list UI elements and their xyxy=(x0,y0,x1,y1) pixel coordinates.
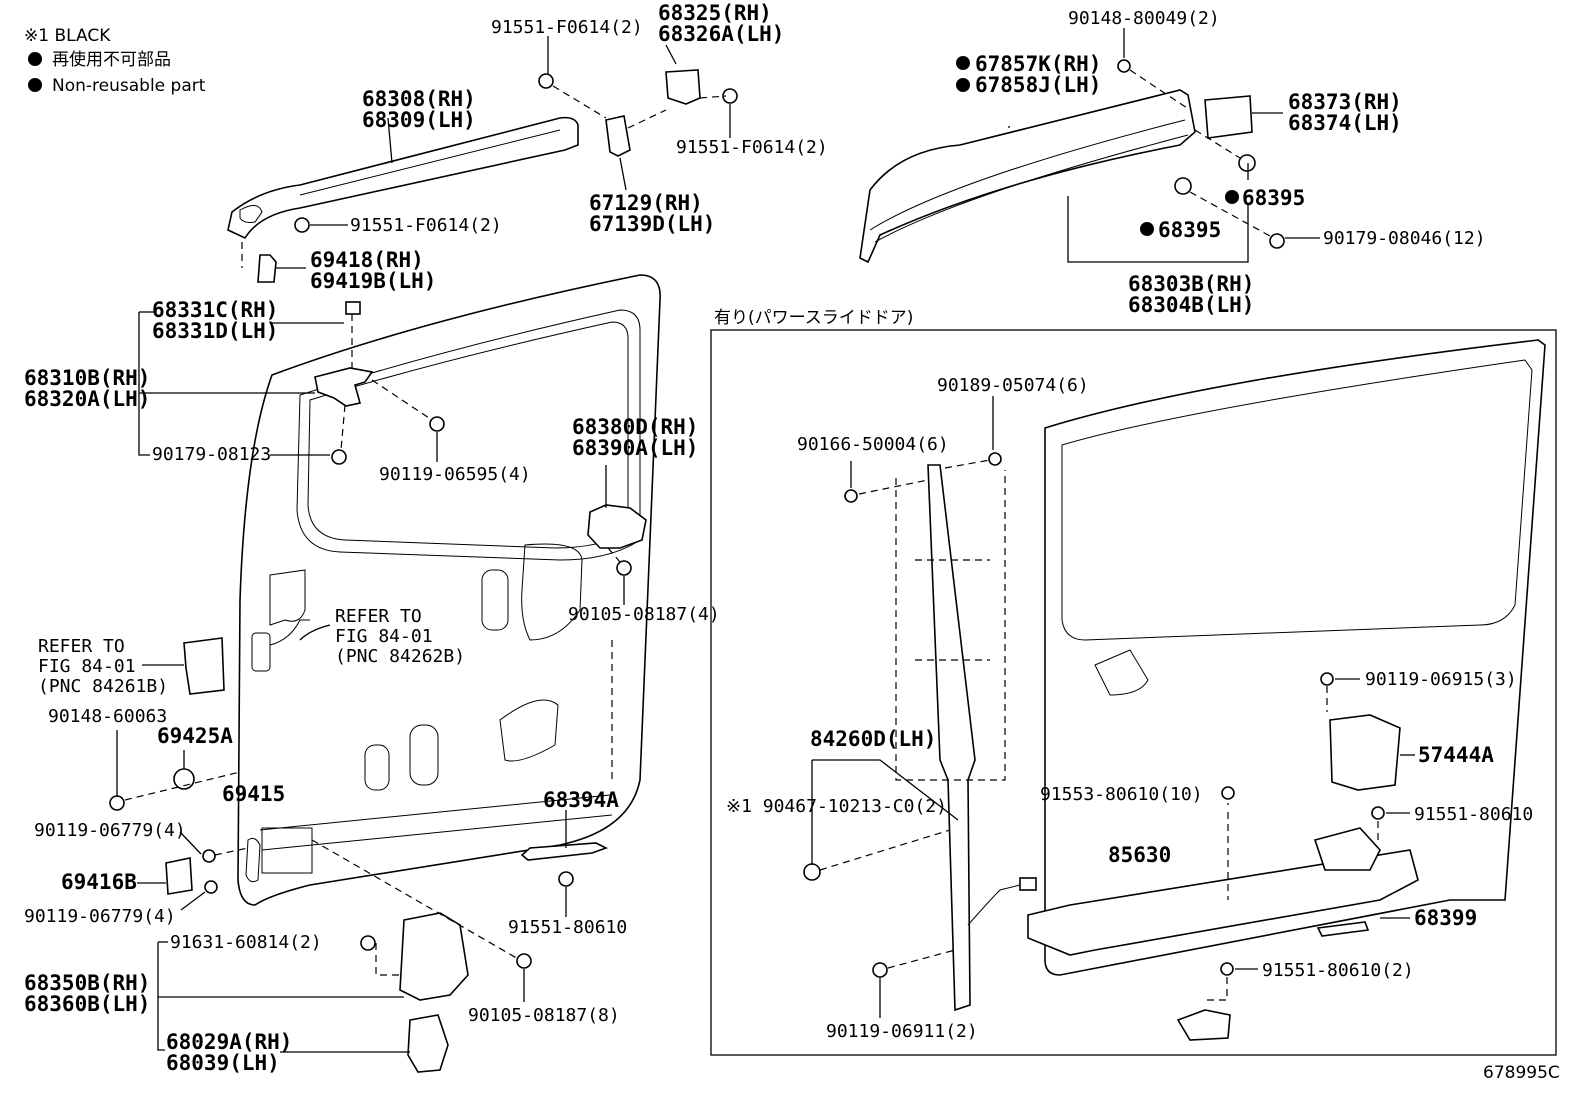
leader-lines xyxy=(116,28,1415,1053)
label-68360b: 68360B(LH) xyxy=(24,992,150,1016)
label-90119-06779-b: 90119-06779(4) xyxy=(24,906,176,927)
center-hinge xyxy=(587,504,647,549)
legend-black-note: ※1 BLACK xyxy=(24,26,111,46)
label-90119-06915: 90119-06915(3) xyxy=(1365,669,1517,690)
label-90179-08046: 90179-08046(12) xyxy=(1323,228,1486,249)
label-68380d: 68380D(RH) xyxy=(572,415,698,439)
label-68308: 68308(RH) xyxy=(362,87,476,111)
label-91553-80610: 91553-80610(10) xyxy=(1040,784,1203,805)
label-refer1-b: FIG 84-01 xyxy=(38,656,136,677)
label-90166-50004: 90166-50004(6) xyxy=(797,434,949,455)
label-90467: ※1 90467-10213-C0(2) xyxy=(726,796,947,817)
label-69425a: 69425A xyxy=(157,724,233,748)
label-67858j: 67858J(LH) xyxy=(975,73,1101,97)
label-91551-f0614-top: 91551-F0614(2) xyxy=(491,17,643,38)
label-90119-06595: 90119-06595(4) xyxy=(379,464,531,485)
nonreusable-bullet-icon xyxy=(1225,190,1239,204)
plate-69416b xyxy=(165,857,193,895)
label-refer1-a: REFER TO xyxy=(38,636,125,657)
label-90148-60063: 90148-60063 xyxy=(48,706,167,727)
label-68029a: 68029A(RH) xyxy=(166,1030,292,1054)
legend-nonreusable-jp: 再使用不可部品 xyxy=(52,49,171,70)
label-68394a: 68394A xyxy=(543,788,619,812)
label-68374: 68374(LH) xyxy=(1288,111,1402,135)
nonreusable-bullet-icon xyxy=(956,78,970,92)
label-91551-80610-right: 91551-80610 xyxy=(1414,804,1533,825)
label-68350b: 68350B(RH) xyxy=(24,971,150,995)
upper-rail xyxy=(227,116,579,240)
figure-id: 678995C xyxy=(1483,1063,1560,1083)
label-68310b: 68310B(RH) xyxy=(24,366,150,390)
label-refer2-a: REFER TO xyxy=(335,606,422,627)
nonreusable-bullet-icon xyxy=(28,52,42,66)
lower-hinge-68350b xyxy=(399,912,469,1001)
power-door-panel xyxy=(803,339,1546,1041)
label-90189-05074: 90189-05074(6) xyxy=(937,375,1089,396)
label-90119-06779-a: 90119-06779(4) xyxy=(34,820,186,841)
label-90105-08187-4: 90105-08187(4) xyxy=(568,604,720,625)
label-69415: 69415 xyxy=(222,782,285,806)
label-68395-a: 68395 xyxy=(1242,186,1305,210)
label-68331c: 68331C(RH) xyxy=(152,298,278,322)
label-68325: 68325(RH) xyxy=(658,1,772,25)
label-91551-f0614-mid: 91551-F0614(2) xyxy=(350,215,502,236)
label-68320a: 68320A(LH) xyxy=(24,387,150,411)
label-90148-80049: 90148-80049(2) xyxy=(1068,8,1220,29)
label-90119-06911: 90119-06911(2) xyxy=(826,1021,978,1042)
label-refer1-c: (PNC 84261B) xyxy=(38,676,168,697)
label-91551-80610-left: 91551-80610 xyxy=(508,917,627,938)
roller-68029a xyxy=(407,1014,449,1073)
label-69419b: 69419B(LH) xyxy=(310,269,436,293)
nonreusable-bullet-icon xyxy=(28,78,42,92)
small-fasteners-left xyxy=(109,73,738,969)
label-68399: 68399 xyxy=(1414,906,1477,930)
label-91551-80610-2: 91551-80610(2) xyxy=(1262,960,1414,981)
rear-hinge-bracket xyxy=(605,69,701,157)
stopper-69418 xyxy=(257,254,277,283)
nonreusable-bullet-icon xyxy=(1140,222,1154,236)
nonreusable-bullet-icon xyxy=(956,56,970,70)
label-68373: 68373(RH) xyxy=(1288,90,1402,114)
legend-nonreusable-en: Non-reusable part xyxy=(52,76,206,96)
label-68331d: 68331D(LH) xyxy=(152,319,278,343)
nonreusable-markers xyxy=(956,56,1239,236)
label-67857k: 67857K(RH) xyxy=(975,52,1101,76)
label-68326a: 68326A(LH) xyxy=(658,22,784,46)
legend: ※1 BLACK 再使用不可部品 Non-reusable part xyxy=(24,26,206,96)
rod-68394a xyxy=(520,842,609,861)
power-slide-door-box xyxy=(710,329,1557,1056)
label-57444a: 57444A xyxy=(1418,743,1494,767)
label-84260d: 84260D(LH) xyxy=(810,727,936,751)
upper-guide-roller xyxy=(314,367,374,407)
label-68304b: 68304B(LH) xyxy=(1128,293,1254,317)
label-67139d: 67139D(LH) xyxy=(589,212,715,236)
label-68390a: 68390A(LH) xyxy=(572,436,698,460)
label-refer2-c: (PNC 84262B) xyxy=(335,646,465,667)
power-door-caption: 有り(パワースライドドア) xyxy=(714,308,913,328)
label-90105-08187-8: 90105-08187(8) xyxy=(468,1005,620,1026)
label-69416b: 69416B xyxy=(61,870,137,894)
label-91551-f0614-right: 91551-F0614(2) xyxy=(676,137,828,158)
label-90179-08123: 90179-08123 xyxy=(152,444,271,465)
label-68303b: 68303B(RH) xyxy=(1128,272,1254,296)
label-85630: 85630 xyxy=(1108,843,1171,867)
label-68395-b: 68395 xyxy=(1158,218,1221,242)
part-labels: 91551-F0614(2) 68325(RH) 68326A(LH) 9155… xyxy=(24,1,1560,1083)
label-68039: 68039(LH) xyxy=(166,1051,280,1075)
label-68309: 68309(LH) xyxy=(362,108,476,132)
label-refer2-b: FIG 84-01 xyxy=(335,626,433,647)
label-91631-60814: 91631-60814(2) xyxy=(170,932,322,953)
label-69418: 69418(RH) xyxy=(310,248,424,272)
label-67129: 67129(RH) xyxy=(589,191,703,215)
sliding-door-panel xyxy=(237,274,661,906)
center-rail-assembly xyxy=(859,59,1285,264)
switch-84261b xyxy=(183,637,225,695)
